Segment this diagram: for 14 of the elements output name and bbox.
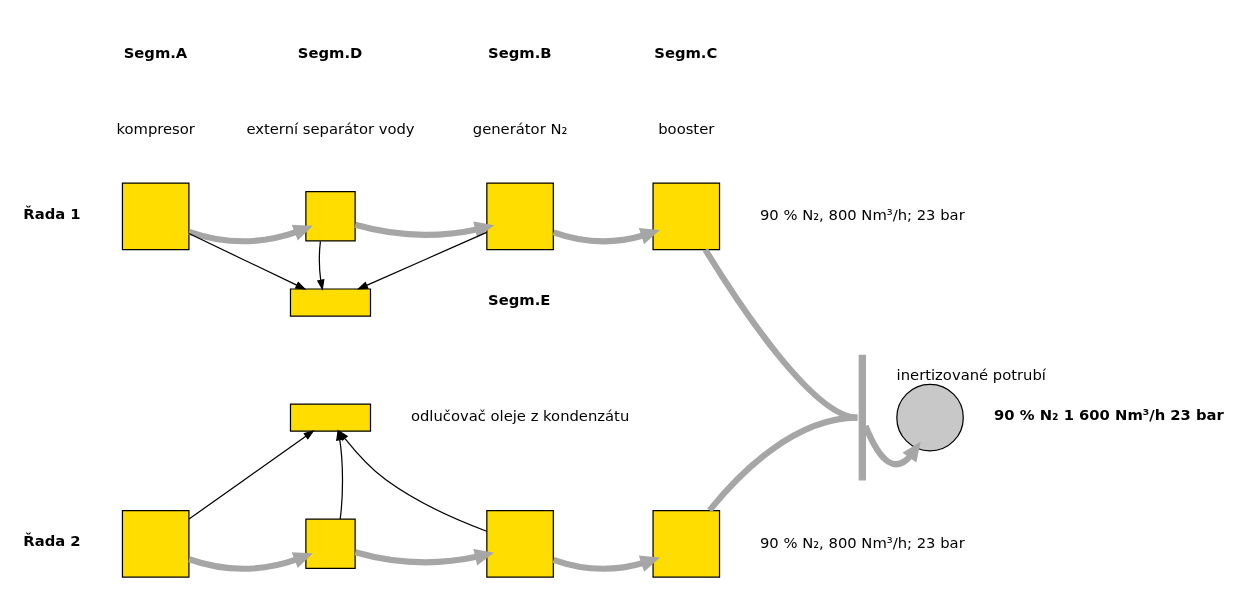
- label: Segm.B: [488, 43, 552, 61]
- node-label: inertizované potrubí: [896, 366, 1046, 384]
- label: Řada 2: [23, 532, 81, 550]
- label: 90 % N₂, 800 Nm³/h; 23 bar: [759, 533, 965, 551]
- label: Segm.A: [123, 43, 188, 61]
- label: booster: [658, 120, 715, 137]
- node-label: 90 % N₂ 1 600 Nm³/h 23 bar: [994, 406, 1224, 424]
- label: kompresor: [116, 120, 195, 137]
- label: externí separátor vody: [246, 120, 415, 137]
- label: Řada 1: [23, 204, 81, 222]
- label: Segm.D: [297, 43, 363, 61]
- label: Segm.C: [654, 43, 718, 61]
- label: 90 % N₂, 800 Nm³/h; 23 bar: [759, 206, 965, 224]
- label: Segm.E: [488, 291, 551, 309]
